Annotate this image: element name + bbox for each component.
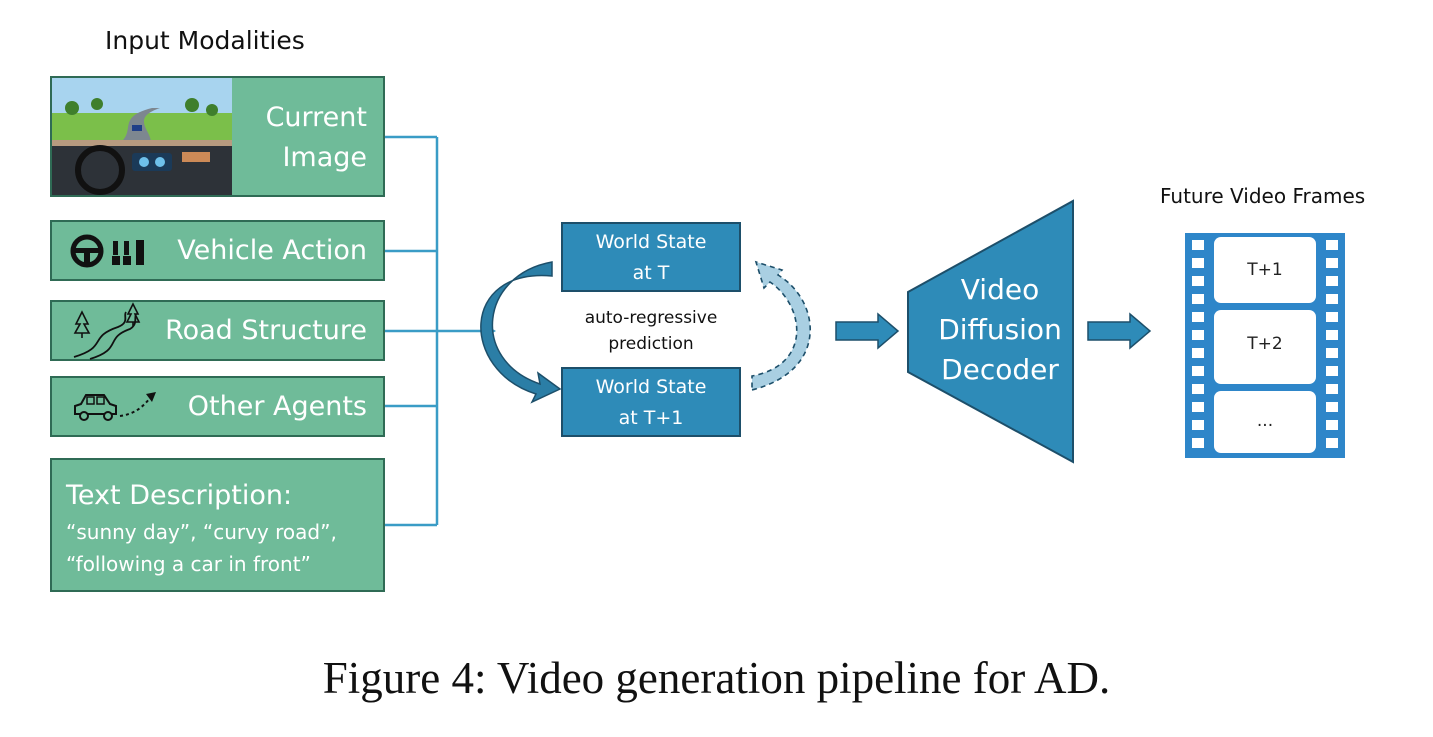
steering-wheel-icon	[70, 234, 104, 268]
film-strip	[1185, 233, 1345, 458]
current-image-label-line1: Current	[265, 102, 367, 133]
world-state-t1-line2: at T+1	[618, 407, 684, 429]
autoregressive-dashed-arrow	[751, 260, 811, 392]
text-description-line1: “sunny day”, “curvy road”,	[66, 520, 337, 544]
decoder-label: Video Diffusion Decoder	[930, 270, 1070, 390]
frame-label-3: ...	[1256, 411, 1274, 431]
world-state-t-box: World State at T	[561, 222, 741, 292]
autoregressive-solid-arrow	[480, 261, 562, 404]
autoregressive-label: auto-regressive prediction	[561, 305, 741, 357]
road-structure-label: Road Structure	[165, 315, 367, 346]
to-decoder-arrow	[835, 312, 900, 350]
world-state-t1-box: World State at T+1	[561, 367, 741, 437]
frame-label-2: T+2	[1247, 334, 1283, 354]
pedals-icon	[112, 240, 144, 265]
vehicle-action-box: Vehicle Action	[50, 220, 385, 281]
current-image-box: Current Image	[50, 76, 385, 197]
current-image-label-line2: Image	[282, 142, 367, 173]
other-agents-box: Other Agents	[50, 376, 385, 437]
text-description-title: Text Description:	[66, 480, 293, 511]
decoder-label-line1: Video	[960, 273, 1040, 306]
to-frames-arrow	[1087, 312, 1152, 350]
text-description-box: Text Description: “sunny day”, “curvy ro…	[50, 458, 385, 592]
world-state-t-line1: World State	[595, 231, 707, 253]
vehicle-action-label: Vehicle Action	[177, 235, 367, 266]
other-agents-label: Other Agents	[187, 391, 367, 422]
video-diffusion-decoder-shape	[907, 199, 1074, 464]
autoregressive-label-line1: auto-regressive	[584, 308, 718, 328]
frame-label-1: T+1	[1247, 260, 1283, 280]
figure-caption: Figure 4: Video generation pipeline for …	[322, 653, 1111, 703]
decoder-label-line2: Diffusion	[938, 313, 1062, 346]
road-structure-box: Road Structure	[50, 300, 385, 361]
car-trajectory-icon	[74, 392, 156, 421]
driving-scene-image	[52, 78, 232, 195]
input-modalities-title: Input Modalities	[105, 26, 305, 55]
road-icon	[73, 302, 141, 360]
decoder-label-line3: Decoder	[941, 353, 1059, 386]
future-frames-title: Future Video Frames	[1160, 184, 1366, 208]
text-description-line2: “following a car in front”	[66, 552, 311, 576]
world-state-t1-line1: World State	[595, 376, 707, 398]
autoregressive-label-line2: prediction	[608, 334, 694, 354]
world-state-t-line2: at T	[632, 262, 670, 284]
